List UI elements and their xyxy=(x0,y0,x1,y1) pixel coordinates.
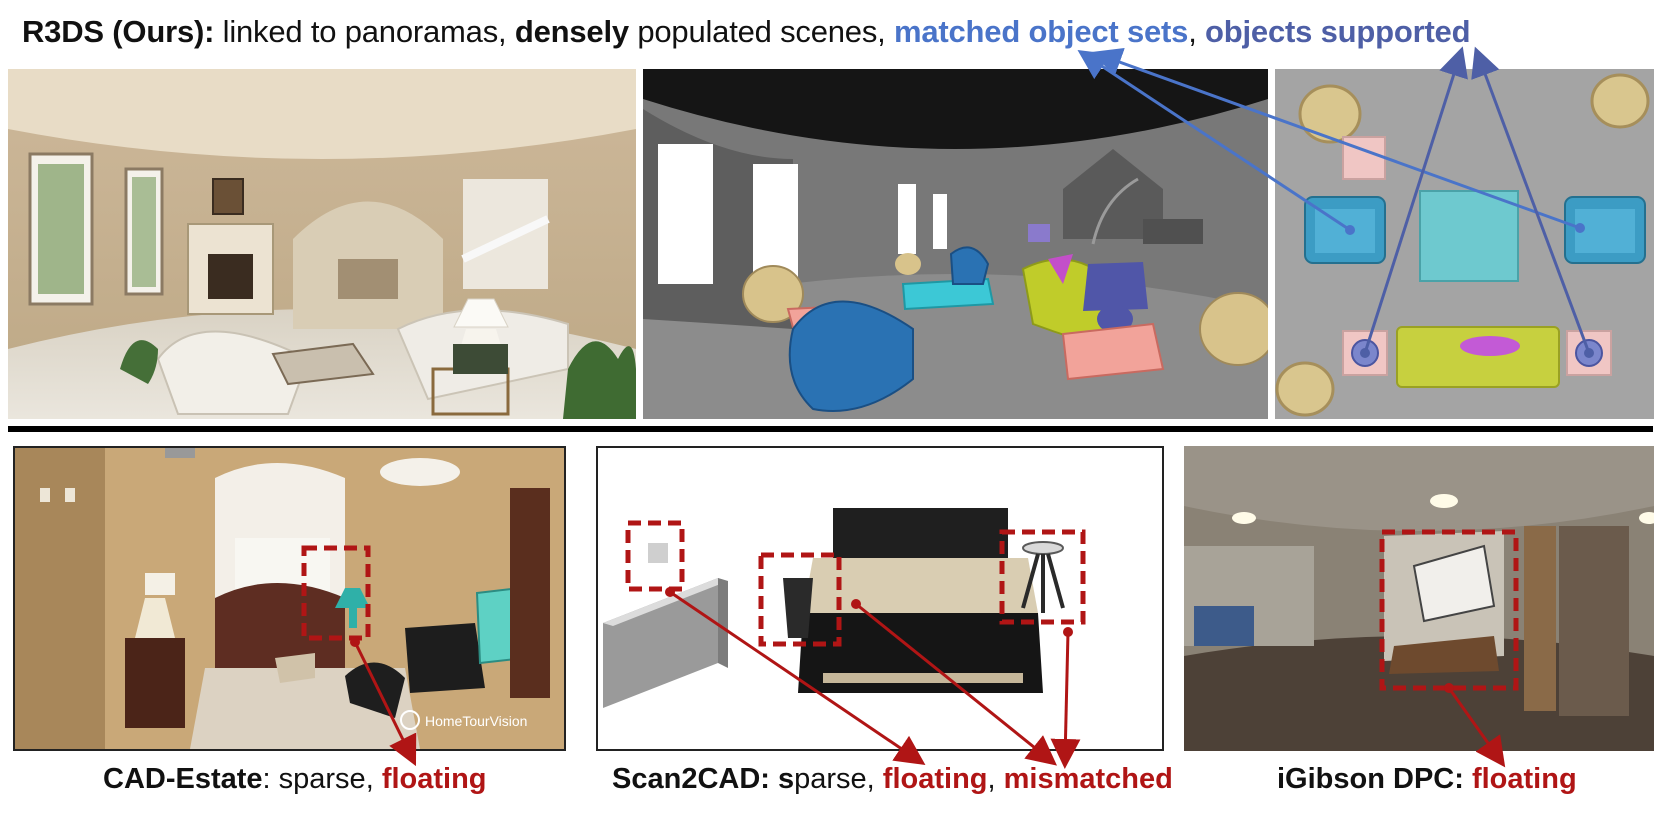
caption-igibson-sep xyxy=(1464,763,1472,795)
scan2cad-mismatch-arrow-1 xyxy=(855,602,1058,766)
panorama-photo-illustration xyxy=(8,69,636,419)
cad-estate-floating-arrow xyxy=(353,641,417,767)
supported-dot-right xyxy=(1584,348,1594,358)
headline-matched-object-sets: matched object sets xyxy=(893,14,1189,49)
headline-densely: densely xyxy=(514,14,629,49)
caption-scan2cad-name: Scan2CAD: xyxy=(612,763,770,795)
caption-igibson-name: iGibson DPC: xyxy=(1277,763,1464,795)
cad-estate-highlight-box xyxy=(301,545,371,641)
caption-cad-estate-sep: : sparse, xyxy=(262,763,382,795)
cad-estate-dot xyxy=(350,637,360,647)
scan2cad-dot-1 xyxy=(665,587,675,597)
caption-scan2cad-comma: , xyxy=(987,763,1004,795)
caption-scan2cad-issue2: mismatched xyxy=(1003,763,1173,795)
section-divider xyxy=(8,426,1653,432)
headline-comma: , xyxy=(1188,14,1206,49)
cad-estate-panel: HomeTourVision xyxy=(13,446,566,751)
supported-arrow-left xyxy=(1363,46,1468,354)
caption-cad-estate-name: CAD-Estate xyxy=(103,763,263,795)
supported-dot-left xyxy=(1360,348,1370,358)
caption-cad-estate: CAD-Estate: sparse, floating xyxy=(103,763,487,796)
topdown-render-panel xyxy=(1275,69,1654,419)
igibson-panel xyxy=(1184,446,1654,751)
matched-dot-right xyxy=(1575,223,1585,233)
headline-prefix: R3DS (Ours): xyxy=(22,14,215,49)
headline-objects-supported: objects supported xyxy=(1205,14,1471,49)
caption-scan2cad-rest: parse, xyxy=(794,763,883,795)
scan2cad-panel xyxy=(596,446,1164,751)
topdown-render-illustration xyxy=(1275,69,1654,419)
scan2cad-floating-arrow xyxy=(669,590,926,766)
caption-igibson-issue: floating xyxy=(1471,763,1577,795)
matched-arrow-left xyxy=(1077,50,1351,232)
semantic-render-illustration xyxy=(643,69,1268,419)
scan2cad-illustration xyxy=(598,448,1162,749)
caption-cad-estate-issue: floating xyxy=(381,763,487,795)
igibson-dot xyxy=(1444,683,1454,693)
matched-arrow-right xyxy=(1091,48,1581,230)
scan2cad-dot-3 xyxy=(1063,627,1073,637)
caption-scan2cad-issue1: floating xyxy=(882,763,988,795)
igibson-floating-arrow xyxy=(1447,687,1506,768)
hometourvision-watermark: HomeTourVision xyxy=(425,713,527,729)
scan2cad-mismatch-arrow-2 xyxy=(1050,631,1081,769)
semantic-render-panel xyxy=(643,69,1268,419)
scan2cad-dot-2 xyxy=(851,599,861,609)
figure-headline: R3DS (Ours): linked to panoramas, densel… xyxy=(22,14,1471,50)
headline-part2: populated scenes, xyxy=(628,14,894,49)
panorama-photo-panel xyxy=(8,69,636,419)
caption-igibson: iGibson DPC: floating xyxy=(1277,763,1577,796)
supported-arrow-right xyxy=(1471,46,1591,354)
igibson-illustration xyxy=(1184,446,1654,751)
matched-dot-left xyxy=(1345,225,1355,235)
caption-scan2cad-s: s xyxy=(769,763,795,795)
headline-part1: linked to panoramas, xyxy=(214,14,515,49)
cad-estate-illustration: HomeTourVision xyxy=(15,448,564,749)
caption-scan2cad: Scan2CAD: sparse, floating, mismatched xyxy=(612,763,1173,796)
